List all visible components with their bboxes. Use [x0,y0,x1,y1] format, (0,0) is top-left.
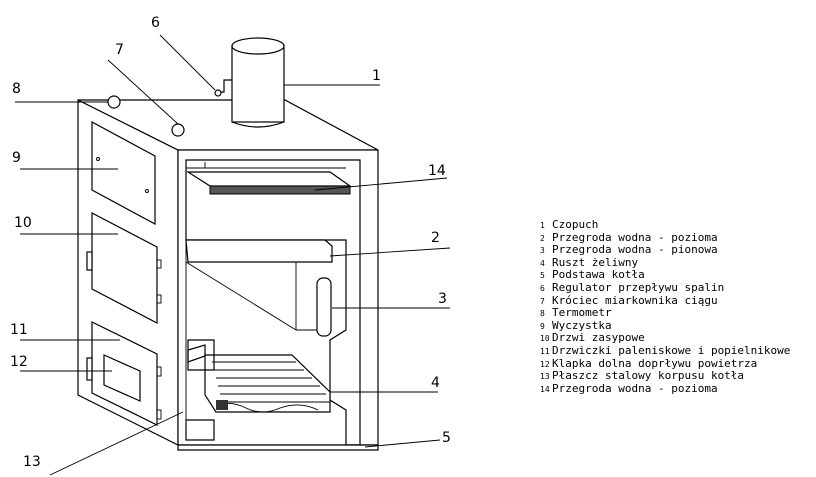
grate-plate [204,354,331,413]
baffle-horizontal-top-edge [209,185,351,195]
callout-14: 14 [428,163,446,179]
thermometer [107,95,121,109]
callout-8: 8 [12,81,21,97]
callout-3: 3 [438,291,447,307]
door-cleanout [91,120,156,226]
callout-10: 10 [14,215,32,231]
callout-1: 1 [372,68,381,84]
callout-12: 12 [10,354,28,370]
callout-13: 13 [23,454,41,470]
callout-5: 5 [442,430,451,446]
callout-4: 4 [431,375,440,391]
grate-bars [212,361,330,403]
baffle-horizontal-top [185,171,352,187]
boiler-base [177,444,379,451]
baffle-vertical [316,277,332,337]
callout-11: 11 [10,322,28,338]
callout-7: 7 [115,42,124,58]
draft-regulator-socket [171,123,185,137]
callout-2: 2 [431,230,440,246]
boiler-diagram: 1 2 3 4 5 6 7 8 9 10 11 12 13 14 [10,15,451,476]
leader-lines [15,34,451,476]
air-flap [103,354,141,402]
callout-6: 6 [151,15,160,31]
callout-9: 9 [12,150,21,166]
flue [231,45,285,123]
baffle-horizontal-middle [185,239,333,263]
